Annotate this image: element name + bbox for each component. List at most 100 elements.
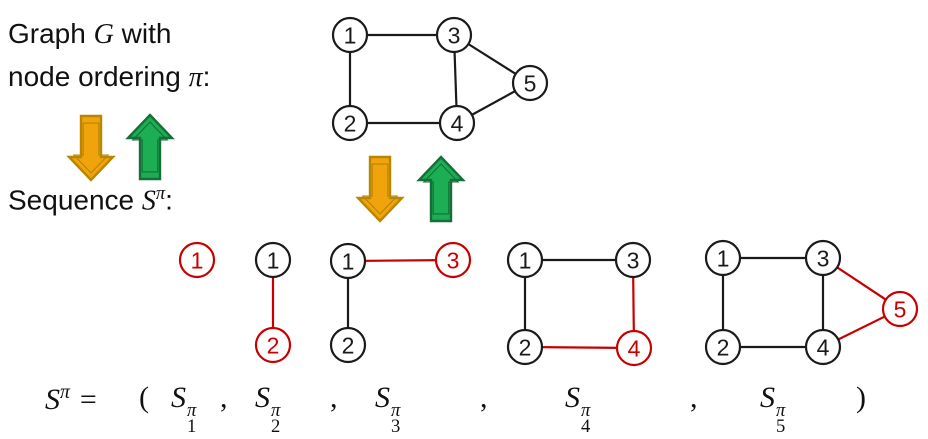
sequence-to-graph-arrow-middle-icon [416, 155, 466, 223]
title-line-2: node ordering π: [8, 56, 210, 99]
main-graph-node-1 [331, 16, 369, 54]
sequence-step-3-node-label-3: 3 [447, 248, 460, 274]
sequence-step-4-node-1 [506, 241, 544, 279]
title-line2-post: : [202, 61, 211, 92]
sequence-step-4: 1 2 3 4 [506, 241, 653, 367]
term4-sup: π [581, 400, 591, 422]
sequence-step-4-node-4 [615, 329, 653, 367]
sequence-step-2-node-label-1: 1 [267, 248, 280, 274]
sequence-step-3: 1 2 3 [329, 241, 472, 364]
main-graph-node-5 [511, 64, 549, 102]
sequence-step-2-node-1 [254, 241, 292, 279]
main-graph: 1 2 3 4 5 [331, 16, 549, 142]
title-line-1: Graph G with [8, 13, 210, 56]
sequence-step-1: 1 [178, 241, 216, 279]
sequence-step-5-node-2 [704, 328, 742, 366]
title-line2-pre: node ordering [8, 61, 189, 92]
term2-sup: π [271, 400, 281, 422]
sequence-step-5-node-5 [881, 290, 919, 328]
formula-comma-1: , [220, 381, 228, 414]
term5-sub: 5 [776, 416, 786, 438]
sequence-step-3-node-label-1: 1 [342, 249, 355, 275]
formula-open-paren: ( [139, 381, 149, 414]
sequence-step-5-node-label-3: 3 [817, 246, 830, 272]
sequence-step-4-node-label-1: 1 [519, 248, 532, 274]
sequence-step-4-edge-2-4 [524, 345, 635, 350]
sequence-label: Sequence Sπ: [8, 183, 173, 217]
sequence-step-4-node-2 [506, 328, 544, 366]
sequence-step-2: 12 [254, 241, 292, 364]
formula-lhs-sup: π [60, 381, 70, 403]
math-symbol-S: S [141, 185, 156, 217]
sequence-step-3-node-2 [329, 326, 367, 364]
graph-to-sequence-arrow-left-icon [66, 114, 116, 182]
term3-base: S [375, 381, 390, 414]
formula-comma-4: , [690, 381, 698, 414]
sequence-step-4-node-label-3: 3 [627, 248, 640, 274]
term1-sup: π [187, 400, 197, 422]
sequence-step-5-node-1 [704, 239, 742, 277]
math-superscript-pi: π [155, 183, 166, 203]
sequence-step-5-node-label-1: 1 [717, 246, 730, 272]
sequence-step-5-node-3 [804, 239, 842, 277]
sequence-step-5-node-label-2: 2 [717, 335, 730, 361]
sequence-step-3-node-1 [329, 242, 367, 280]
sequence-step-4-node-label-2: 2 [519, 335, 532, 361]
term5-base: S [760, 381, 775, 414]
formula-lhs: Sπ = [45, 381, 97, 417]
math-symbol-pi: π [188, 62, 203, 93]
formula-comma-2: , [330, 381, 338, 414]
sequence-step-3-node-3 [434, 241, 472, 279]
math-symbol-G: G [93, 19, 114, 50]
main-graph-node-3 [435, 16, 473, 54]
sequence-step-4-node-label-4: 4 [628, 336, 641, 362]
term5-sup: π [776, 400, 786, 422]
sequence-step-4-node-3 [614, 241, 652, 279]
term4-sub: 4 [581, 416, 591, 438]
sequence-step-3-node-label-2: 2 [342, 333, 355, 359]
sequence-step-1-node-1 [178, 241, 216, 279]
formula-close-paren: ) [856, 381, 866, 414]
main-graph-node-label-2: 2 [344, 111, 357, 137]
formula-lhs-base: S [45, 383, 60, 416]
sequence-label-pre: Sequence [8, 184, 142, 216]
sequence-step-2-node-label-2: 2 [267, 333, 280, 359]
sequence-label-post: : [165, 184, 173, 216]
term1-base: S [171, 381, 186, 414]
sequence-step-5-node-label-5: 5 [894, 297, 907, 323]
title-line1-post: with [113, 18, 172, 49]
term2-base: S [255, 381, 270, 414]
sequence-to-graph-arrow-left-icon [125, 113, 175, 181]
title-graph-with-ordering: Graph G with node ordering π: [8, 13, 210, 99]
term4-base: S [565, 381, 580, 414]
sequence-step-1-node-label-1: 1 [191, 248, 204, 274]
term3-sub: 3 [391, 416, 401, 438]
graph-to-sequence-arrow-middle-icon [355, 155, 405, 223]
main-graph-node-label-5: 5 [524, 71, 537, 97]
main-graph-node-label-1: 1 [344, 23, 357, 49]
term1-sub: 1 [187, 416, 197, 438]
title-line1-pre: Graph [8, 18, 94, 49]
main-graph-node-2 [331, 104, 369, 142]
main-graph-node-4 [438, 104, 476, 142]
main-graph-node-label-4: 4 [451, 111, 464, 137]
sequence-step-5-node-4 [804, 328, 842, 366]
main-graph-node-label-3: 3 [448, 23, 461, 49]
sequence-step-2-node-2 [254, 326, 292, 364]
sequence-step-5-node-label-4: 4 [817, 335, 830, 361]
formula-equals: = [79, 383, 97, 416]
sequence-step-5: 1 2 3 4 5 [704, 239, 919, 366]
term3-sup: π [391, 400, 401, 422]
